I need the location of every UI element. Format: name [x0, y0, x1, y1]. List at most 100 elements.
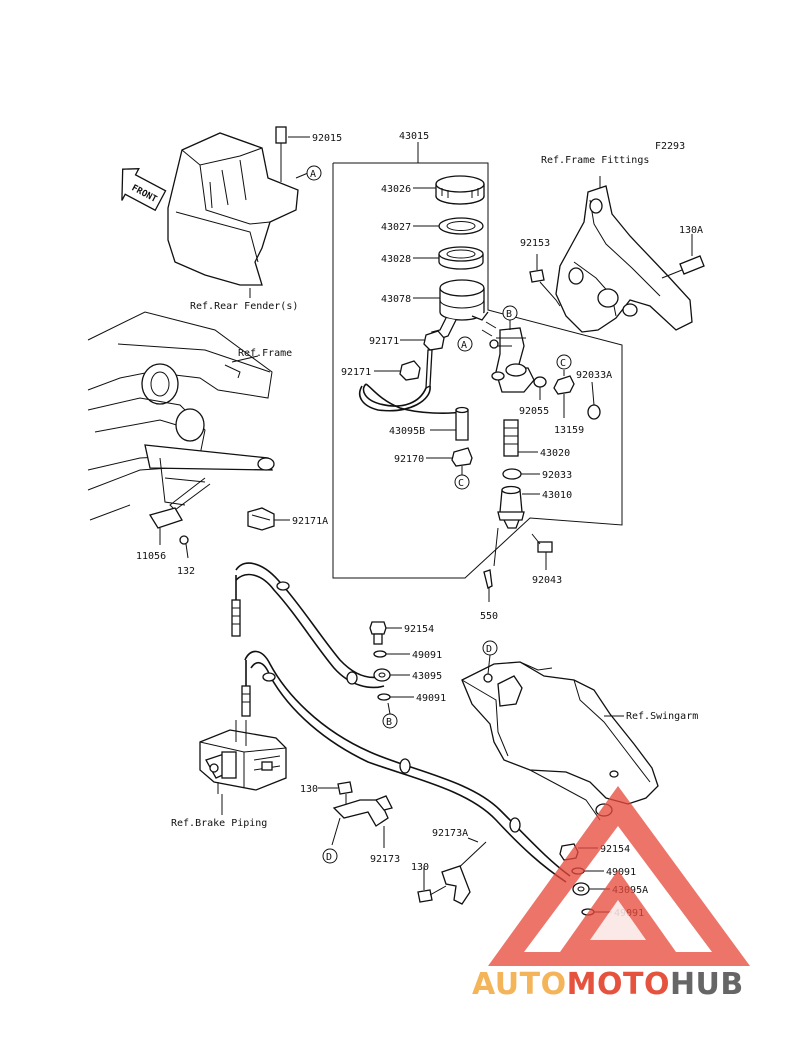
label-92173: 92173: [370, 854, 400, 865]
callout-b-2: [382, 713, 398, 729]
label-92171A: 92171A: [292, 516, 328, 527]
label-92154-upper: 92154: [404, 624, 434, 635]
washer-49091-b: [377, 693, 391, 701]
bolt-92154-upper: [369, 621, 387, 645]
hose-clamp-92171a: [247, 507, 275, 531]
label-92015: 92015: [312, 133, 342, 144]
frame-fittings-bracket: [555, 176, 693, 333]
watermark-moto: MOTO: [567, 967, 670, 1002]
callout-d-1: [322, 848, 338, 864]
label-550: 550: [480, 611, 498, 622]
label-43026: 43026: [381, 184, 411, 195]
cotter-pin-550: [483, 527, 499, 589]
label-49091-b: 49091: [416, 693, 446, 704]
label-92154-lower: 92154: [600, 844, 630, 855]
ref-rear-fender: Ref.Rear Fender(s): [190, 301, 298, 312]
pin-92043: [531, 533, 553, 553]
label-130-lower: 130: [411, 862, 429, 873]
clamp-92173a: [441, 841, 487, 905]
bolt-92153: [529, 269, 561, 307]
clamp-92171-lower: [399, 360, 421, 381]
callout-c-2: [556, 354, 572, 370]
label-43027: 43027: [381, 222, 411, 233]
label-130-left: 130: [300, 784, 318, 795]
assembly-43015-box: [332, 162, 623, 579]
diaphragm-43028: [438, 246, 484, 270]
label-92033: 92033: [542, 470, 572, 481]
label-43010: 43010: [542, 490, 572, 501]
callout-d-2-text: D: [486, 644, 492, 655]
callout-b-1-text: B: [506, 309, 512, 320]
callout-a-2: [457, 336, 473, 352]
label-92043: 92043: [532, 575, 562, 586]
callout-c-1-text: C: [458, 478, 464, 489]
reservoir-43078: [431, 279, 497, 341]
bolt-130a: [661, 255, 705, 279]
watermark-triangle: [488, 786, 750, 966]
ref-frame-fittings: Ref.Frame Fittings: [541, 155, 649, 166]
label-92153: 92153: [520, 238, 550, 249]
brake-pipe-lower: [241, 650, 571, 883]
callout-b-2-text: B: [386, 717, 392, 728]
label-92170: 92170: [394, 454, 424, 465]
callout-d-1-text: D: [326, 852, 332, 863]
swingarm: [461, 661, 659, 821]
watermark-auto: AUTO: [472, 967, 567, 1002]
label-43015: 43015: [399, 131, 429, 142]
label-43095B: 43095B: [389, 426, 425, 437]
label-130A: 130A: [679, 225, 703, 236]
ref-brake-piping: Ref.Brake Piping: [171, 818, 267, 829]
front-arrow: FRONT: [121, 167, 167, 212]
label-43028: 43028: [381, 254, 411, 265]
plate-43027: [438, 217, 484, 235]
banjo-43095: [373, 668, 391, 682]
washer-49091-a: [373, 650, 387, 658]
callout-c-2-text: C: [560, 358, 566, 369]
watermark-text: AUTOMOTOHUB: [472, 967, 744, 1002]
label-13159: 13159: [554, 425, 584, 436]
bolt-130-left: [337, 781, 353, 806]
bolt-130-lower: [417, 885, 447, 903]
rear-fender-bracket: [167, 126, 309, 286]
ref-frame: Ref.Frame: [238, 348, 292, 359]
o-ring-92033: [502, 468, 522, 480]
watermark-logo: [488, 786, 750, 966]
callout-a-2-text: A: [461, 340, 467, 351]
figure-code: F2293: [655, 141, 685, 152]
label-92171-lower: 92171: [341, 367, 371, 378]
brake-pipe-upper: [231, 562, 385, 689]
label-92173A: 92173A: [432, 828, 468, 839]
fitting-13159: [553, 370, 575, 395]
label-43020: 43020: [540, 448, 570, 459]
o-ring-92055: [533, 376, 547, 388]
label-92171-upper: 92171: [369, 336, 399, 347]
reservoir-cap-43026: [435, 175, 485, 205]
callout-a-1: [306, 165, 322, 181]
label-43078: 43078: [381, 294, 411, 305]
clip-11056: [148, 507, 183, 529]
label-92055: 92055: [519, 406, 549, 417]
abs-unit: [199, 720, 287, 794]
banjo-43095a: [572, 882, 590, 896]
callout-a-1-text: A: [310, 169, 316, 180]
label-49091-a: 49091: [412, 650, 442, 661]
clamp-92170: [451, 447, 473, 467]
screw-132: [179, 535, 189, 545]
label-92033A: 92033A: [576, 370, 612, 381]
push-rod-43010: [497, 485, 525, 529]
master-cylinder-body: [489, 320, 535, 393]
clamp-92171-upper: [423, 330, 445, 351]
ref-swingarm: Ref.Swingarm: [626, 711, 698, 722]
frame-section: [87, 311, 275, 521]
piston-43020: [503, 419, 519, 457]
label-49091-c: 49091: [606, 867, 636, 878]
label-11056: 11056: [136, 551, 166, 562]
label-132: 132: [177, 566, 195, 577]
o-ring-92033a: [587, 404, 601, 420]
clamp-92173: [332, 795, 393, 848]
watermark-hub: HUB: [670, 967, 744, 1002]
hose-43095b: [358, 349, 469, 441]
label-43095: 43095: [412, 671, 442, 682]
